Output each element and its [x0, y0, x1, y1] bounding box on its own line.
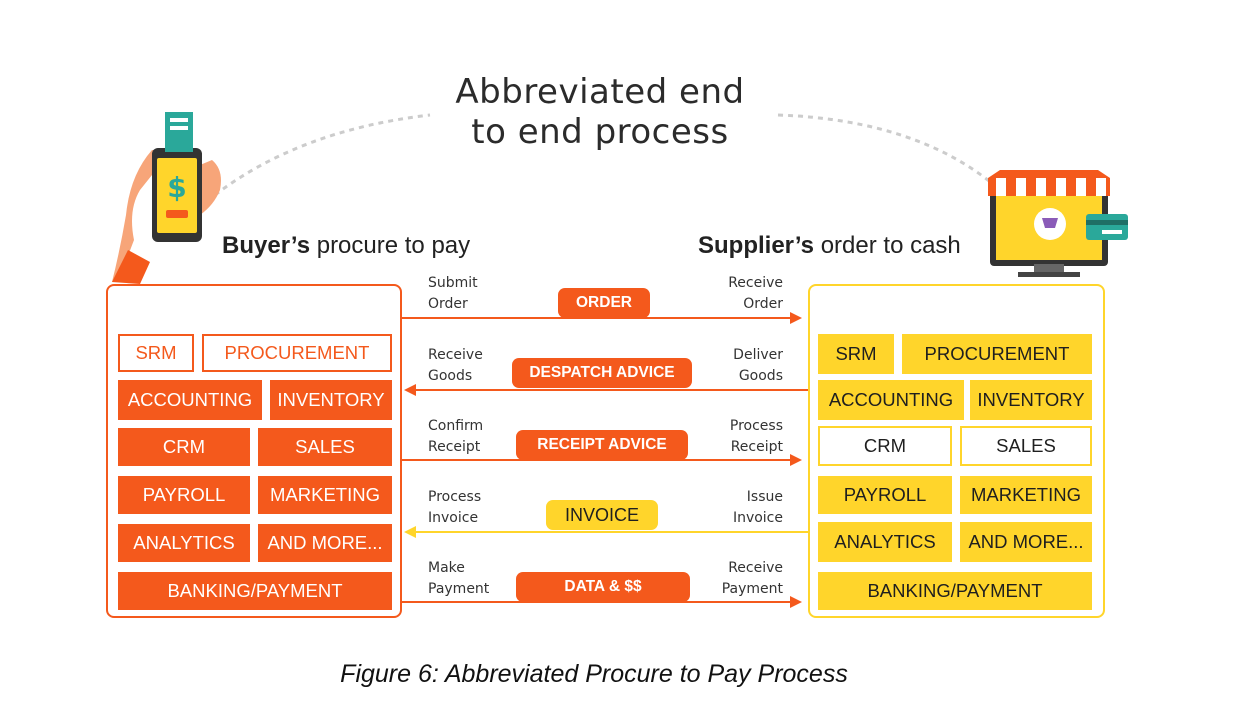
supplier-module-crm: CRM [818, 426, 952, 466]
buyer-module-accounting: ACCOUNTING [118, 380, 262, 420]
supplier-heading-bold: Supplier’s [698, 232, 815, 259]
flow-1-right-line-2: Order [743, 296, 783, 312]
flow-3-label: RECEIPT ADVICE [516, 430, 688, 460]
diagram-title: Abbreviated end to end process [430, 72, 770, 152]
flow-1-label: ORDER [558, 288, 650, 318]
supplier-module-procurement: PROCUREMENT [902, 334, 1092, 374]
flow-1-left-line-2: Order [428, 296, 468, 312]
supplier-module-accounting: ACCOUNTING [818, 380, 964, 420]
hand-phone-icon: $ [112, 112, 221, 284]
flow-1-left-line-1: Submit [428, 275, 478, 291]
buyer-heading-bold: Buyer’s [222, 232, 311, 259]
dashed-arc-left [214, 113, 431, 197]
figure-caption: Figure 6: Abbreviated Procure to Pay Pro… [340, 660, 848, 688]
buyer-panel: SRM PROCUREMENT ACCOUNTING INVENTORY CRM… [106, 284, 402, 618]
buyer-module-crm: CRM [118, 428, 250, 466]
buyer-heading-rest: procure to pay [310, 232, 471, 259]
supplier-module-banking-payment: BANKING/PAYMENT [818, 572, 1092, 610]
supplier-module-marketing: MARKETING [960, 476, 1092, 514]
flow-5-right-line-2: Payment [721, 581, 783, 597]
flow-arrow-2 [404, 384, 808, 396]
flow-5-left-line-1: Make [428, 560, 465, 576]
title-line-2: to end process [471, 112, 729, 152]
flow-2-left-line-2: Goods [428, 368, 473, 384]
flow-2-right-line-2: Goods [738, 368, 783, 384]
buyer-heading: Buyer’s procure to pay [222, 232, 470, 260]
flow-1-right-line-1: Receive [728, 275, 783, 291]
flow-3-right-line-1: Process [729, 418, 783, 434]
flow-2-label: DESPATCH ADVICE [512, 358, 692, 388]
buyer-module-banking-payment: BANKING/PAYMENT [118, 572, 392, 610]
flow-3-left-line-1: Confirm [428, 418, 484, 434]
buyer-module-analytics: ANALYTICS [118, 524, 250, 562]
flow-arrow-3 [402, 454, 802, 466]
dashed-arc-right [777, 113, 1001, 192]
flow-arrow-5 [402, 596, 802, 608]
supplier-module-and-more: AND MORE... [960, 522, 1092, 562]
supplier-module-analytics: ANALYTICS [818, 522, 952, 562]
flow-2-left-line-1: Receive [428, 347, 483, 363]
flow-4-left-line-2: Invoice [428, 510, 479, 526]
flow-4-right-line-2: Invoice [732, 510, 783, 526]
flow-arrow-1 [402, 312, 802, 324]
title-line-1: Abbreviated end [455, 72, 745, 112]
buyer-module-sales: SALES [258, 428, 392, 466]
supplier-module-sales: SALES [960, 426, 1092, 466]
supplier-module-inventory: INVENTORY [970, 380, 1092, 420]
flow-4-left-line-1: Process [428, 489, 482, 505]
flow-4-right-line-1: Issue [746, 489, 783, 505]
buyer-module-and-more: AND MORE... [258, 524, 392, 562]
supplier-panel: SRM PROCUREMENT ACCOUNTING INVENTORY CRM… [808, 284, 1105, 618]
dollar-icon: $ [167, 171, 186, 204]
flow-arrow-4 [404, 526, 808, 538]
flow-5-left-line-2: Payment [428, 581, 490, 597]
flow-5-right-line-1: Receive [728, 560, 783, 576]
flow-4-label: INVOICE [546, 500, 658, 530]
buyer-module-inventory: INVENTORY [270, 380, 392, 420]
buyer-module-marketing: MARKETING [258, 476, 392, 514]
supplier-module-payroll: PAYROLL [818, 476, 952, 514]
buyer-module-srm: SRM [118, 334, 194, 372]
flow-3-right-line-2: Receipt [730, 439, 783, 455]
supplier-heading-rest: order to cash [814, 232, 961, 259]
flow-2-right-line-1: Deliver [733, 347, 783, 363]
storefront-monitor-icon [988, 170, 1128, 277]
supplier-heading: Supplier’s order to cash [698, 232, 961, 260]
buyer-module-payroll: PAYROLL [118, 476, 250, 514]
supplier-module-srm: SRM [818, 334, 894, 374]
buyer-module-procurement: PROCUREMENT [202, 334, 392, 372]
flow-5-label: DATA & $$ [516, 572, 690, 602]
flow-3-left-line-2: Receipt [428, 439, 481, 455]
